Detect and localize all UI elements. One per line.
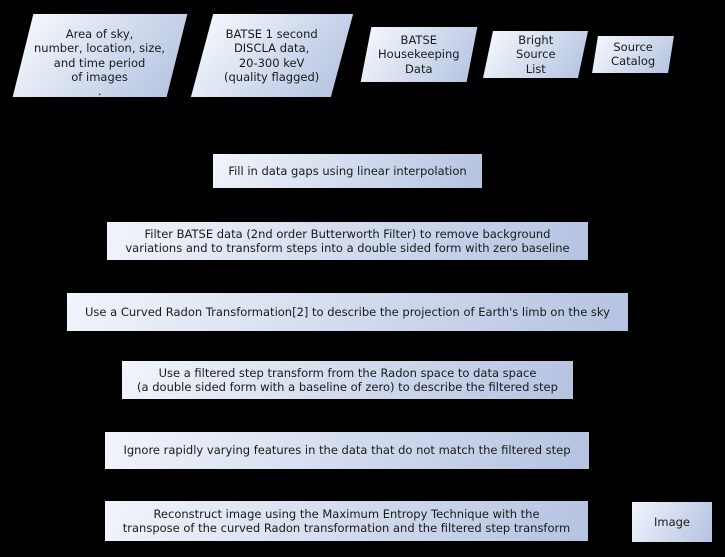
- input-batse-discla-data-label: BATSE 1 second DISCLA data, 20-300 keV (…: [224, 27, 320, 84]
- step-ignore-varying-features-label: Ignore rapidly varying features in the d…: [123, 443, 571, 458]
- output-image-label: Image: [653, 514, 691, 529]
- step-curved-radon-transformation-label: Use a Curved Radon Transformation[2] to …: [85, 304, 610, 319]
- input-bright-source-list: Bright Source List: [483, 31, 588, 78]
- input-bright-source-list-label: Bright Source List: [515, 33, 556, 76]
- input-batse-housekeeping: BATSE Housekeeping Data: [360, 27, 478, 82]
- step-curved-radon-transformation: Use a Curved Radon Transformation[2] to …: [67, 293, 628, 331]
- step-filtered-step-transform: Use a filtered step transform from the R…: [122, 361, 573, 399]
- output-image-box: Image: [632, 502, 712, 542]
- step-fill-data-gaps-label: Fill in data gaps using linear interpola…: [228, 163, 467, 178]
- step-reconstruct-image: Reconstruct image using the Maximum Entr…: [105, 501, 588, 541]
- stray-period-mark: .: [98, 85, 102, 98]
- input-batse-discla-data: BATSE 1 second DISCLA data, 20-300 keV (…: [190, 14, 354, 97]
- step-fill-data-gaps: Fill in data gaps using linear interpola…: [213, 154, 482, 188]
- step-reconstruct-image-label: Reconstruct image using the Maximum Entr…: [122, 506, 571, 535]
- input-area-of-sky-label: Area of sky, number, location, size, and…: [34, 27, 166, 84]
- step-filtered-step-transform-label: Use a filtered step transform from the R…: [137, 365, 558, 394]
- step-ignore-varying-features: Ignore rapidly varying features in the d…: [105, 432, 589, 469]
- step-filter-batse-data-label: Filter BATSE data (2nd order Butterworth…: [125, 226, 570, 255]
- input-source-catalog: Source Catalog: [592, 36, 674, 73]
- input-batse-housekeeping-label: BATSE Housekeeping Data: [378, 33, 460, 76]
- input-source-catalog-label: Source Catalog: [610, 40, 656, 69]
- step-filter-batse-data: Filter BATSE data (2nd order Butterworth…: [107, 222, 588, 260]
